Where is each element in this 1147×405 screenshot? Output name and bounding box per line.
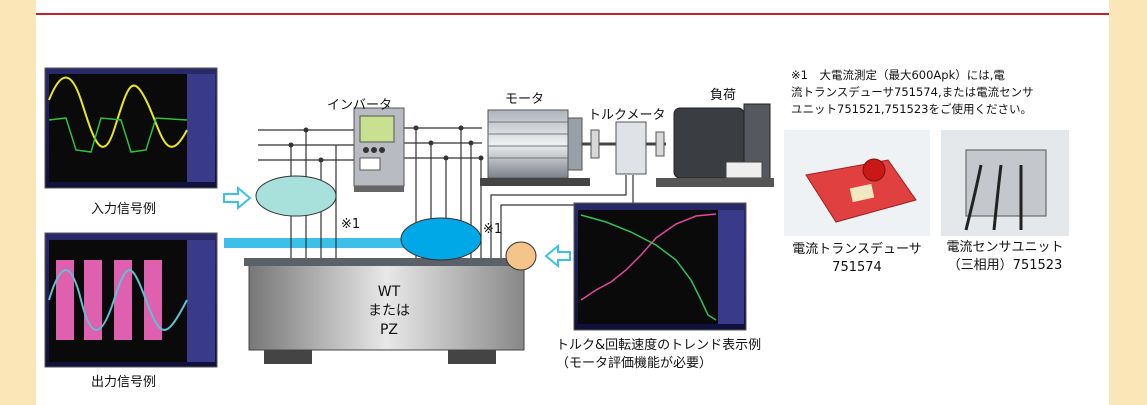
input-current-ellipse [255,175,337,217]
product-caption-transducer: 電流トランスデューサ 751574 [784,241,930,277]
inverter-unit [353,107,405,192]
note-mark-output: ※1 [483,222,503,237]
current-sensor-unit-photo [941,130,1069,236]
torque-arrow-icon [544,243,571,269]
large-current-note: ※1 大電流測定（最大600Apk）には,電 流トランスデューサ751574,ま… [791,67,1034,118]
trend-caption-note: （モータ評価機能が必要） [556,356,713,371]
output-current-ellipse [400,217,482,261]
pz-label: PZ [379,322,399,338]
inverter-label: インバータ [327,98,393,113]
input-arrow-icon [223,185,252,211]
system-diagram [44,67,1069,368]
wt-pz-label: WT または PZ [359,283,419,340]
trend-screen [573,202,747,331]
input-signal-screen [44,67,218,189]
current-transducer-photo [784,130,930,236]
load-unit [656,103,774,187]
top-red-rule [36,13,1109,15]
trend-caption: トルク&回転速度のトレンド表示例 [556,338,762,353]
load-label: 負荷 [710,88,737,103]
note-line-3: ユニット751521,751523をご使用ください。 [791,102,1032,116]
or-label: または [368,303,410,319]
product-caption-sensor-unit: 電流センサユニット （三相用）751523 [934,239,1076,275]
junction-dots [288,125,484,163]
note-line-2: 流トランスデューサ751574,または電流センサ [791,85,1034,99]
wt-label: WT [377,284,401,300]
product-model: （三相用）751523 [947,258,1063,273]
product-name: 電流トランスデューサ [792,242,922,257]
torque-signal-ellipse [505,241,537,271]
output-signal-caption: 出力信号例 [91,375,157,390]
wt-pz-instrument [244,258,529,364]
note-line-1: ※1 大電流測定（最大600Apk）には,電 [791,68,1005,82]
torque-meter-label: トルクメータ [588,108,666,123]
input-signal-caption: 入力信号例 [91,202,157,217]
motor-unit [480,109,590,186]
note-mark-input: ※1 [341,217,361,232]
product-name: 電流センサユニット [946,240,1064,255]
output-signal-screen [44,232,218,368]
torque-meter-unit [582,121,666,175]
motor-label: モータ [505,92,545,107]
output-arrow-icon [224,230,438,256]
product-model: 751574 [832,260,882,275]
content-panel: インバータ モータ トルクメータ 負荷 入力信号例 出力信号例 ※1 ※1 WT… [36,0,1109,405]
